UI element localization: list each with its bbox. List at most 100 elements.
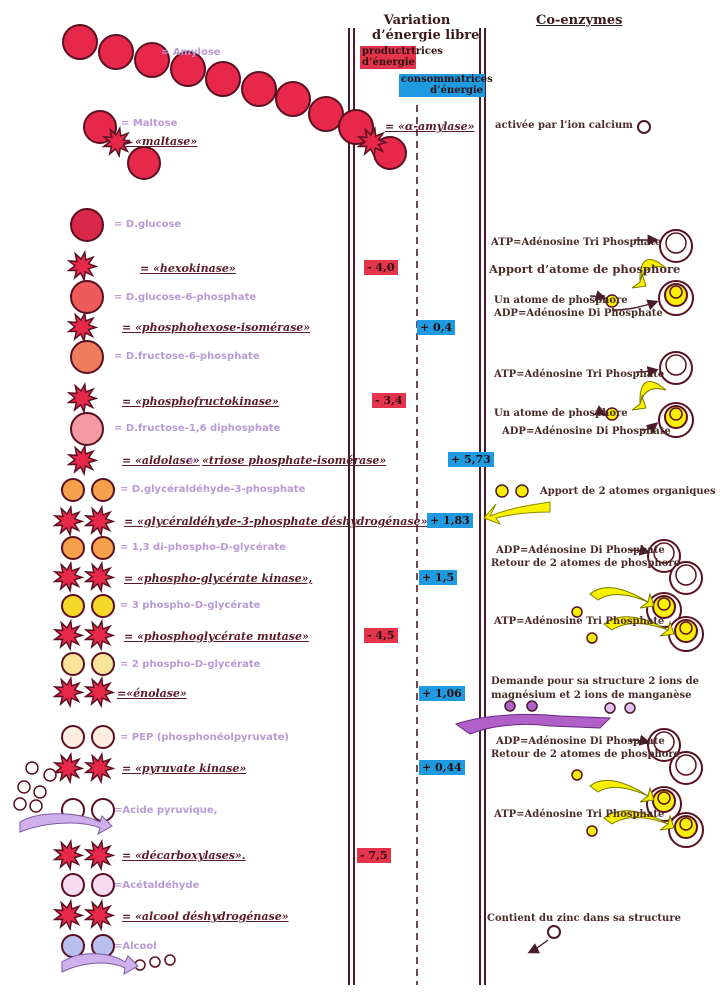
atp-group-4a-ring-inner xyxy=(657,791,671,805)
coenzyme-phosphorus-atom-2: Un atome de phosphore xyxy=(494,408,628,419)
zinc-ion xyxy=(527,925,561,954)
label-pep: = PEP (phosphonéolpyruvate) xyxy=(120,732,289,743)
legend-energy-consuming: consommatrices d’énergie xyxy=(399,74,493,97)
atp-group-3b-ring-inner xyxy=(679,621,693,635)
enzyme-star-pair-a-6 xyxy=(52,838,85,872)
enzyme-star-pair-b-6 xyxy=(83,838,116,872)
molecule-fructose-6-phosphate xyxy=(70,340,104,374)
enzyme-star-pair-b-5 xyxy=(83,751,116,785)
molecule-d-glucose xyxy=(70,208,104,242)
adp-group-1-ring-inner xyxy=(665,232,687,254)
phosphorus-atom-3b xyxy=(586,632,598,644)
energy-hexokinase: - 4,0 xyxy=(364,260,398,275)
coenzyme-adp-4: ADP=Adénosine Di Phosphate xyxy=(496,736,665,747)
label-phosphohexose-isomerase: = «phosphohexose-isomérase» xyxy=(122,321,311,334)
molecule-2-phosphoglycerate-b xyxy=(91,652,115,676)
coenzyme-atp-1: ATP=Adénosine Tri Phosphate xyxy=(491,237,662,248)
label-d-glucose: = D.glucose xyxy=(114,219,182,230)
label-glucose-6-phosphate: = D.glucose-6-phosphate xyxy=(114,292,257,303)
coenzyme-illustrations xyxy=(571,229,704,848)
enzyme-star-single-1 xyxy=(66,249,99,283)
molecule-acetaldehyde-a xyxy=(61,873,85,897)
energy-gapdh: + 1,83 xyxy=(427,513,473,528)
enzyme-star-pair-a-3 xyxy=(52,618,85,652)
organic-atoms xyxy=(483,484,551,526)
molecule-glucose-6-phosphate xyxy=(70,280,104,314)
maltase-star xyxy=(101,125,134,159)
pathway-enzyme-stars xyxy=(52,249,116,932)
yellow-arrow-3a xyxy=(589,587,655,609)
energy-phosphoglycerate-kinase: + 1,5 xyxy=(419,570,458,585)
energy-phosphoglycerate-mutase: - 4,5 xyxy=(364,628,398,643)
energy-phosphohexose-isomerase: + 0,4 xyxy=(417,320,456,335)
phosphorus-atom-3a xyxy=(571,606,583,618)
coenzyme-atp-2: ATP=Adénosine Tri Phosphate xyxy=(494,369,665,380)
adp-group-3b-ring-inner xyxy=(675,564,697,586)
coenzyme-adp-2: ADP=Adénosine Di Phosphate xyxy=(502,426,671,437)
molecule-3-phosphoglycerate-b xyxy=(91,594,115,618)
coenzyme-atp-3: ATP=Adénosine Tri Phosphate xyxy=(494,616,665,627)
coenzyme-zinc: Contient du zinc dans sa structure xyxy=(487,913,681,924)
label-maltose: = Maltose xyxy=(121,118,178,129)
maltase-star-shape xyxy=(101,125,134,159)
label-phosphoglycerate-kinase: = «phospho-glycérate kinase», xyxy=(124,572,313,585)
legend-energy-producing: productrtrices d’énergie xyxy=(360,46,443,69)
amylase-star-shape xyxy=(356,125,389,159)
column-dividers xyxy=(348,28,486,985)
molecule-pep-a xyxy=(61,725,85,749)
molecule-fructose-1-6-diphosphate xyxy=(70,412,104,446)
molecule-glyceraldehyde-3-phosphate-b xyxy=(91,478,115,502)
coenzyme-adp-3: ADP=Adénosine Di Phosphate xyxy=(496,545,665,556)
label-pyruvic-acid: =Acide pyruvique, xyxy=(114,805,218,816)
coenzyme-calcium: activée par l’ion calcium xyxy=(495,120,633,131)
yellow-arrow-4a xyxy=(589,779,655,803)
enzyme-star-pair-a-4 xyxy=(52,675,85,709)
enzyme-star-pair-a-2 xyxy=(52,560,85,594)
atp-group-4b-ring-inner xyxy=(679,817,693,831)
co2-bubbles xyxy=(13,761,176,971)
adp-group-2-ring-inner xyxy=(665,354,687,376)
energy-column-title: Variation d’énergie libre xyxy=(372,14,480,43)
purple-arrows-left xyxy=(19,813,139,975)
molecule-pep-b xyxy=(91,725,115,749)
label-acetaldehyde: =Acétaldéhyde xyxy=(114,880,200,891)
coenzyme-organic-atoms: Apport de 2 atomes organiques xyxy=(540,486,716,497)
enzyme-star-pair-b-2 xyxy=(83,560,116,594)
label-2-phosphoglycerate: = 2 phospho-D-glycérate xyxy=(120,659,261,670)
coenzyme-magnesium-line2: magnésium et 2 ions de manganèse xyxy=(491,690,692,701)
label-enolase: =«énolase» xyxy=(117,687,187,700)
coenzyme-magnesium-line1: Demande pour sa structure 2 ions de xyxy=(491,676,699,687)
enzyme-star-pair-b-4 xyxy=(83,675,116,709)
label-pyruvate-kinase: = «pyruvate kinase» xyxy=(122,762,247,775)
energy-aldolase: + 5,73 xyxy=(448,452,494,467)
molecule-1-3-diphosphoglycerate-b xyxy=(91,536,115,560)
label-decarboxylases: = «décarboxylases». xyxy=(122,849,246,862)
label-triose-phosphate-isomerase: «triose phosphate-isomérase» xyxy=(202,454,387,467)
arrow-adp-1 xyxy=(611,299,659,311)
energy-enolase: + 1,06 xyxy=(419,686,465,701)
label-amylose: = Amylose xyxy=(161,47,221,58)
label-aldolase: = «aldolase» xyxy=(122,454,200,467)
maltose-molecule xyxy=(83,110,161,180)
label-maltase: = «maltase» xyxy=(122,135,198,148)
label-hexokinase: = «hexokinase» xyxy=(140,262,236,275)
label-1-3-diphosphoglycerate: = 1,3 di-phospho-D-glycérate xyxy=(120,542,286,553)
coenzyme-atp-4: ATP=Adénosine Tri Phosphate xyxy=(494,809,665,820)
coenzyme-phosphorus-return-2: Retour de 2 atomes de phosphore xyxy=(491,749,681,760)
enzyme-star-single-3 xyxy=(66,381,99,415)
enzyme-star-pair-b-7 xyxy=(83,898,116,932)
coenzyme-adp-1: ADP=Adénosine Di Phosphate xyxy=(494,308,663,319)
enolase-ion-arrow xyxy=(454,700,636,735)
enzyme-star-pair-b-1 xyxy=(83,504,116,538)
energy-title-line2: d’énergie libre xyxy=(372,28,480,43)
yellow-arrow-1 xyxy=(631,259,667,289)
molecule-glyceraldehyde-3-phosphate-a xyxy=(61,478,85,502)
enzyme-star-pair-b-3 xyxy=(83,618,116,652)
arrow-atp-2 xyxy=(635,366,659,378)
molecule-acetaldehyde-b xyxy=(91,873,115,897)
molecule-alcool-a xyxy=(61,934,85,958)
atp-group-3a-ring-inner xyxy=(657,597,671,611)
amylose-chain xyxy=(62,24,407,170)
label-alcool: =Alcool xyxy=(114,941,157,952)
